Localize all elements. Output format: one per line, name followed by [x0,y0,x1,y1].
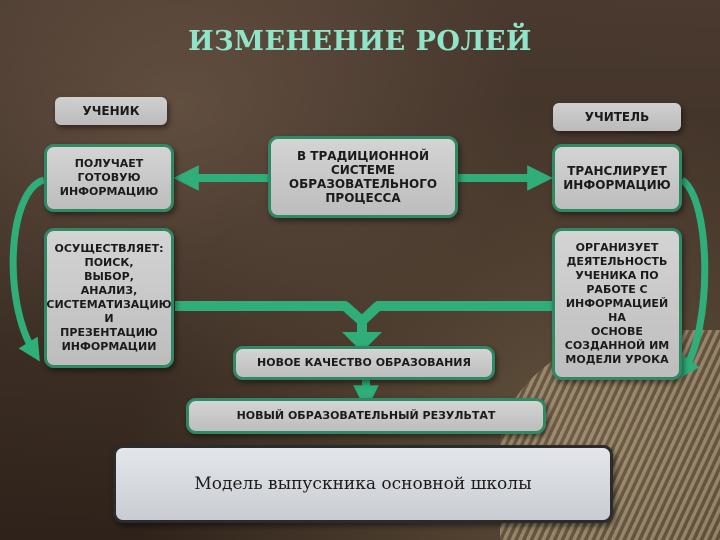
new-result-box: НОВЫЙ ОБРАЗОВАТЕЛЬНЫЙ РЕЗУЛЬТАТ [186,398,546,434]
arrow-student-to-quality [175,301,367,336]
traditional-system-box: В ТРАДИЦИОННОЙ СИСТЕМЕ ОБРАЗОВАТЕЛЬНОГО … [268,136,458,218]
arrow-teacher-to-quality [358,301,552,325]
student-header: УЧЕНИК [55,97,167,125]
graduate-model-box: Модель выпускника основной школы [113,445,613,523]
teacher-header: УЧИТЕЛЬ [553,103,681,131]
teacher-translates-box: ТРАНСЛИРУЕТ ИНФОРМАЦИЮ [552,144,682,212]
new-quality-box: НОВОЕ КАЧЕСТВО ОБРАЗОВАНИЯ [233,346,495,380]
arrow-student-curve [9,176,46,362]
student-performs-box: ОСУЩЕСТВЛЯЕТ: ПОИСК, ВЫБОР, АНАЛИЗ, СИСТ… [44,228,174,368]
student-receives-box: ПОЛУЧАЕТ ГОТОВУЮ ИНФОРМАЦИЮ [44,144,174,212]
teacher-organizes-box: ОРГАНИЗУЕТ ДЕЯТЕЛЬНОСТЬ УЧЕНИКА ПО РАБОТ… [552,228,682,380]
page-title: ИЗМЕНЕНИЕ РОЛЕЙ [188,26,532,57]
arrow-quality-head [342,332,382,352]
arrow-teacher-curve [677,177,709,380]
